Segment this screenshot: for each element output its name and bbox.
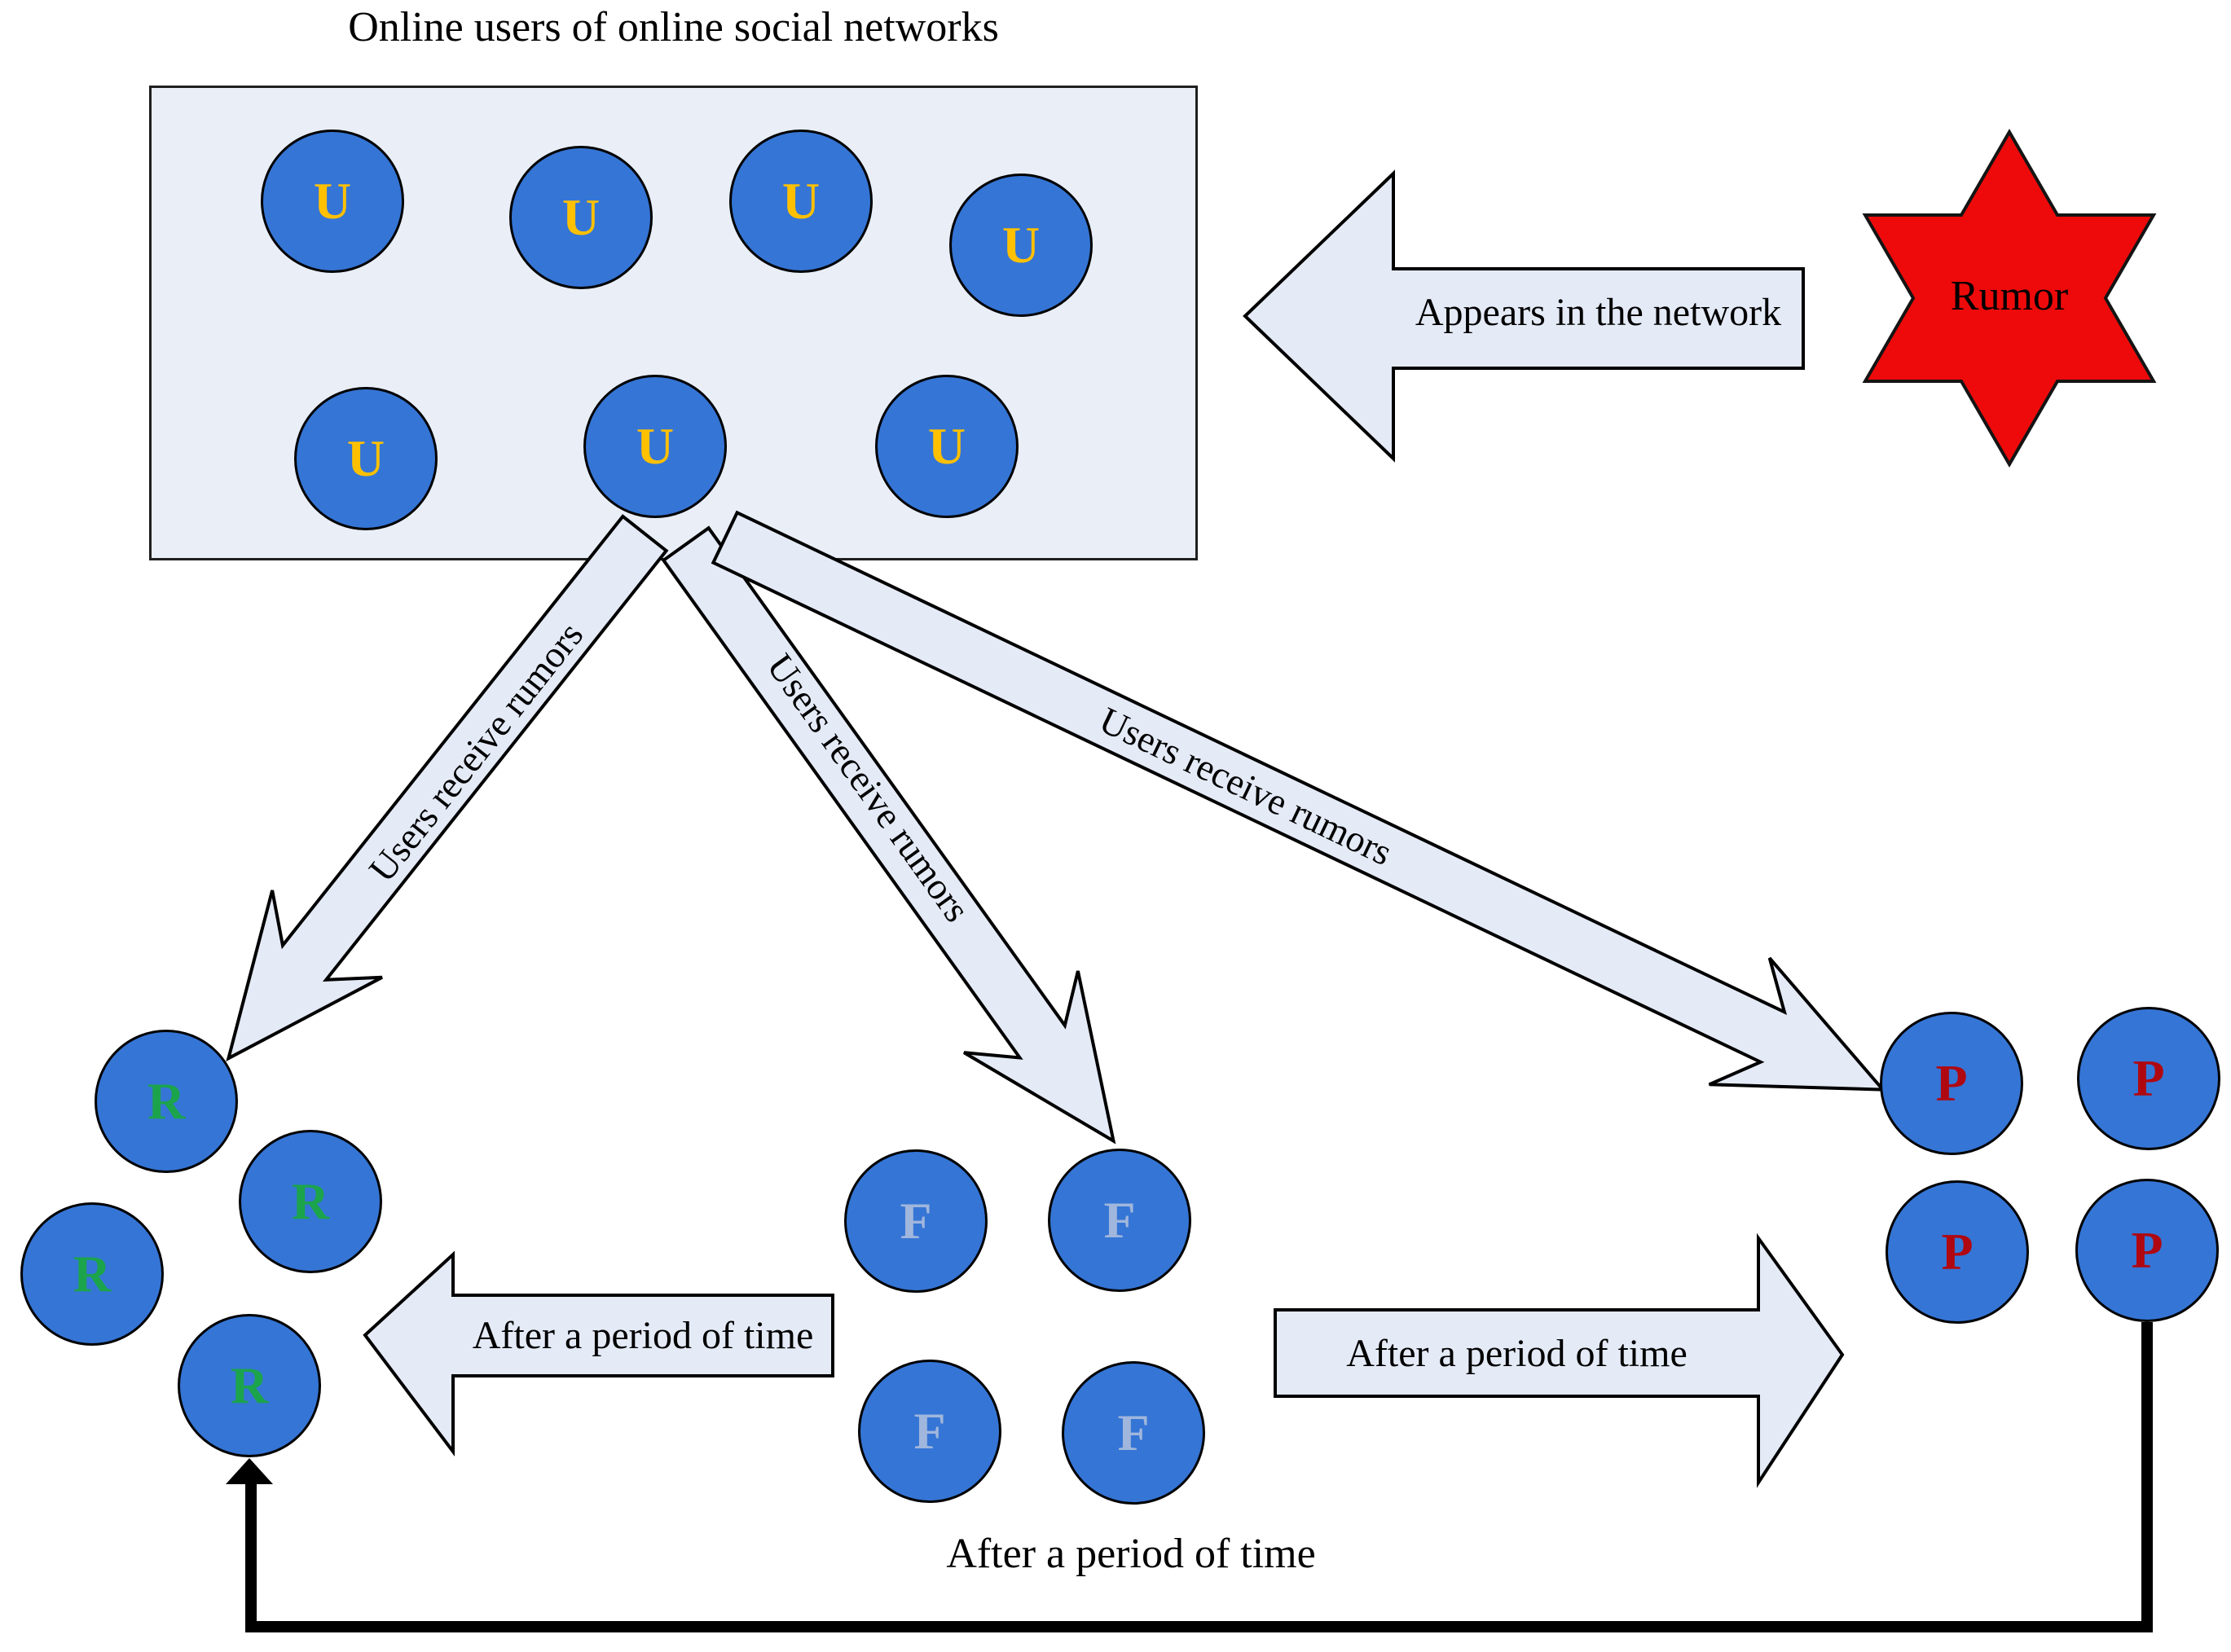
bottom-return-arrow-label: After a period of time	[946, 1531, 1316, 1577]
r-node: R	[239, 1130, 382, 1273]
receive-arrow-left-shape	[226, 514, 669, 1062]
f-node: F	[844, 1149, 988, 1293]
p-node: P	[2077, 1007, 2220, 1150]
after-arrow-left-label: After a period of time	[472, 1314, 814, 1357]
f-node: F	[858, 1360, 1001, 1503]
p-node: P	[1880, 1012, 2023, 1155]
receive-arrow-middle-shape	[661, 525, 1116, 1145]
after-arrow-right-shape	[1274, 1232, 1845, 1488]
rumor-star-shape	[1862, 129, 2157, 468]
appears-arrow-shape	[1243, 169, 1805, 463]
after-arrow-right-label: After a period of time	[1346, 1332, 1688, 1375]
user-node: U	[261, 130, 404, 273]
diagram-title: Online users of online social networks	[348, 4, 999, 51]
r-node: R	[20, 1202, 164, 1346]
user-node: U	[729, 130, 873, 273]
bottom-return-arrow-line	[245, 1322, 2153, 1632]
user-node: U	[949, 174, 1093, 317]
user-node: U	[583, 375, 727, 518]
rumor-star-label: Rumor	[1950, 273, 2069, 319]
user-node: U	[294, 387, 438, 530]
p-node: P	[2075, 1179, 2219, 1322]
appears-arrow-label: Appears in the network	[1415, 291, 1782, 334]
f-node: F	[1062, 1361, 1205, 1505]
user-node: U	[509, 146, 653, 289]
r-node: R	[95, 1030, 238, 1173]
user-node: U	[875, 375, 1019, 518]
f-node: F	[1048, 1149, 1191, 1292]
r-node: R	[178, 1314, 321, 1457]
bottom-return-arrowhead	[226, 1458, 273, 1484]
after-arrow-left-shape	[363, 1250, 834, 1456]
p-node: P	[1886, 1180, 2029, 1324]
receive-arrow-long-shape	[711, 510, 1887, 1092]
